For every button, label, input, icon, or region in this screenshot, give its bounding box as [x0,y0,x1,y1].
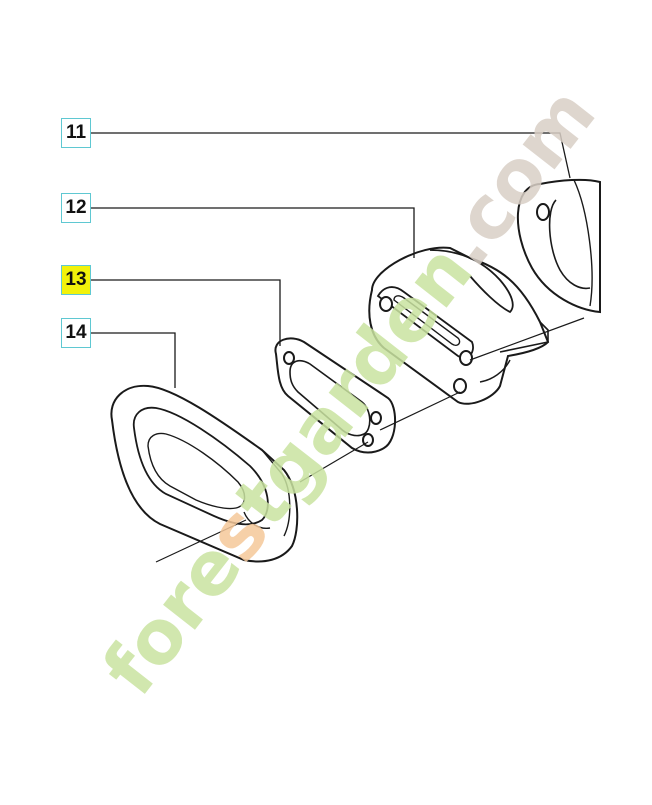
leader-line-14 [91,332,176,388]
leader-line-13 [91,279,281,346]
part-13-gasket [274,337,396,454]
leader-line-11 [91,132,571,179]
callout-13-highlighted[interactable]: 13 [61,265,91,295]
callout-11-label: 11 [65,122,87,143]
callout-14-label: 14 [65,322,87,343]
callout-13-label: 13 [65,269,87,290]
leader-lines [91,132,571,388]
leader-line-12 [91,207,415,258]
callout-14[interactable]: 14 [61,318,91,348]
callout-11[interactable]: 11 [61,118,91,148]
callout-12[interactable]: 12 [61,193,91,223]
part-12-muffler-body [368,246,550,405]
part-11-flange [516,178,601,314]
part-14-frame [110,384,299,563]
assembly-axis-lines [155,317,585,563]
callout-12-label: 12 [65,197,87,218]
